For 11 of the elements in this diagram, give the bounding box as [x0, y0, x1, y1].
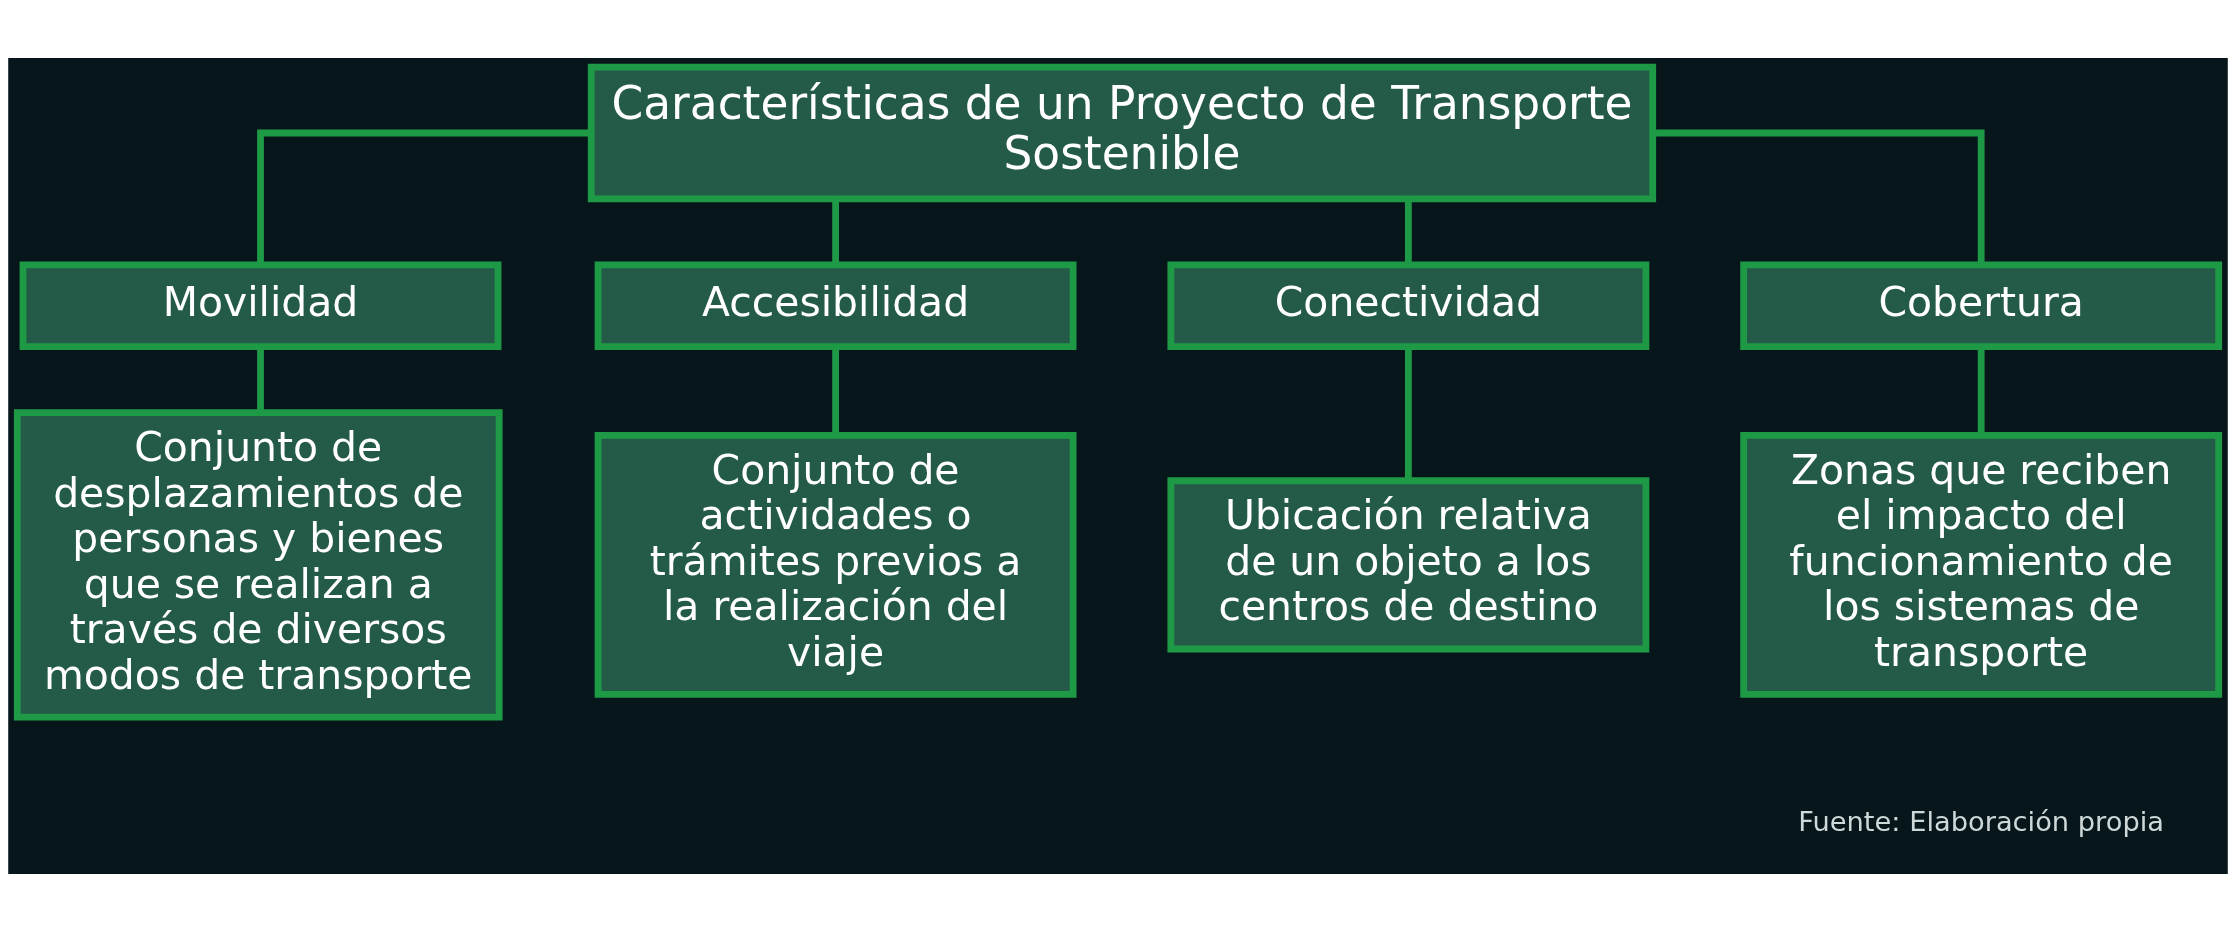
- node-box: Características de un Proyecto de Transporte Sostenible: [587, 63, 1657, 202]
- node-box: Conectividad: [1167, 260, 1650, 350]
- node-box: Movilidad: [19, 260, 502, 350]
- node-box: Ubicación relativa de un objeto a los centros de destino: [1167, 476, 1650, 652]
- node-box: Conjunto de actividades o trámites previos a la realización del viaje: [594, 431, 1077, 698]
- node-box: Accesibilidad: [594, 260, 1077, 350]
- node-box: Cobertura: [1740, 260, 2223, 350]
- label: Fuente: Elaboración propia: [1798, 805, 2164, 837]
- node-box: Zonas que reciben el impacto del funcionamiento de los sistemas de transporte: [1740, 431, 2223, 698]
- node-box: Conjunto de desplazamientos de personas y bienes que se realizan a través de diversos modos de transporte: [13, 408, 503, 721]
- connector: [1653, 129, 1985, 265]
